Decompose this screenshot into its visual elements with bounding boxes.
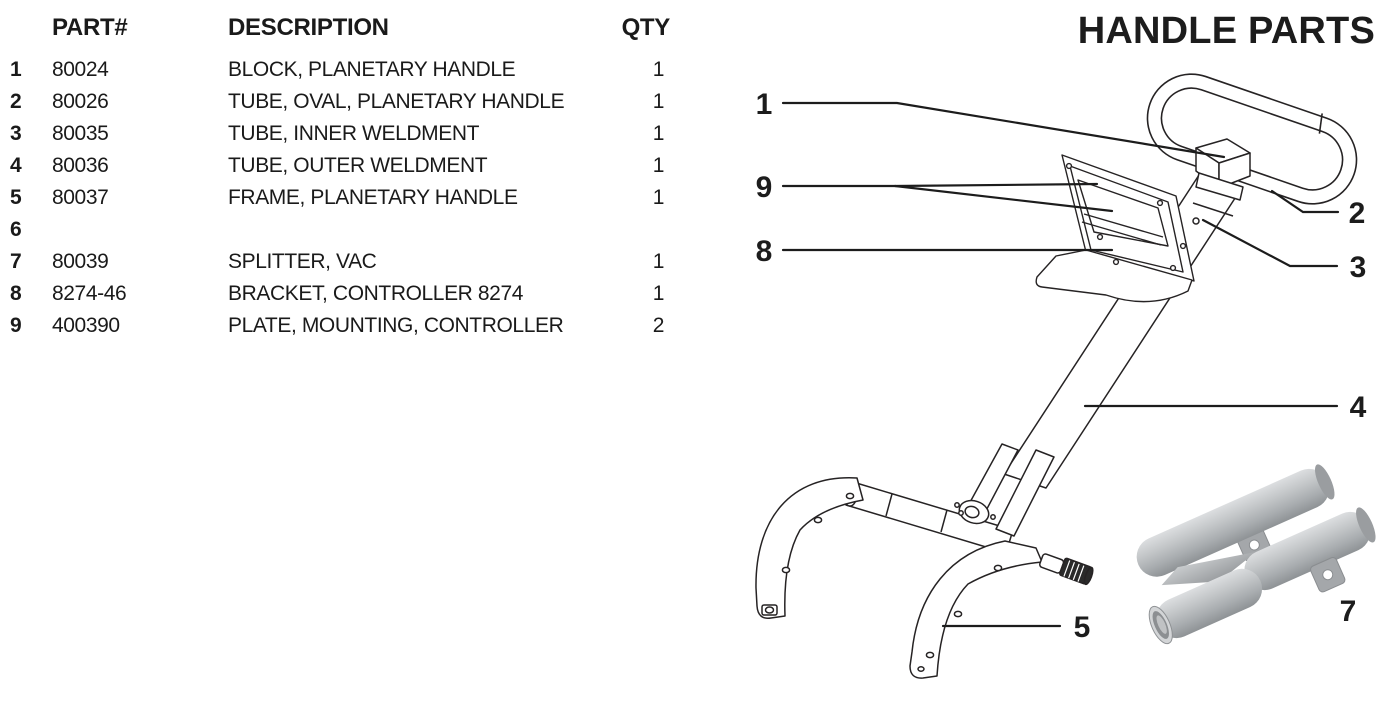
callout-numbers: 1 2 3 4 5 7 8 9 bbox=[756, 88, 1367, 644]
callout-leaders bbox=[781, 101, 1340, 628]
row-description: BRACKET, CONTROLLER 8274 bbox=[228, 282, 524, 305]
row-item-number: 3 bbox=[10, 122, 22, 145]
row-description: TUBE, OUTER WELDMENT bbox=[228, 154, 488, 177]
bracket-8 bbox=[1035, 249, 1193, 303]
callout-1: 1 bbox=[756, 88, 773, 121]
row-item-number: 9 bbox=[10, 314, 22, 337]
row-qty: 1 bbox=[652, 90, 665, 113]
foot-nut bbox=[761, 604, 778, 616]
row-item-number: 2 bbox=[10, 90, 22, 113]
tube-clamp bbox=[954, 443, 1055, 537]
parts-table: PART# DESCRIPTION QTY 1 80024 BLOCK, PLA… bbox=[8, 14, 670, 342]
controller-plate-drawing bbox=[1035, 154, 1195, 303]
row-part-number: 80036 bbox=[52, 154, 109, 177]
callout-3: 3 bbox=[1350, 251, 1367, 284]
callout-5: 5 bbox=[1074, 611, 1091, 644]
row-qty: 2 bbox=[652, 314, 665, 337]
row-part-number: 80039 bbox=[52, 250, 109, 273]
table-row: 4 80036 TUBE, OUTER WELDMENT 1 bbox=[8, 150, 670, 182]
table-row: 3 80035 TUBE, INNER WELDMENT 1 bbox=[8, 118, 670, 150]
header-description: DESCRIPTION bbox=[228, 14, 389, 41]
row-description: PLATE, MOUNTING, CONTROLLER bbox=[228, 314, 564, 337]
table-row: 2 80026 TUBE, OVAL, PLANETARY HANDLE 1 bbox=[8, 86, 670, 118]
header-qty: QTY bbox=[621, 14, 671, 41]
row-part-number: 80037 bbox=[52, 186, 109, 209]
leader-1 bbox=[781, 101, 1226, 159]
row-qty: 1 bbox=[652, 250, 665, 273]
page-title: HANDLE PARTS bbox=[1077, 10, 1375, 52]
row-qty: 1 bbox=[652, 282, 665, 305]
splitter-inlet-tube bbox=[1156, 568, 1263, 639]
splitter-tube-upper bbox=[1136, 468, 1330, 577]
row-part-number: 400390 bbox=[52, 314, 120, 337]
callout-9: 9 bbox=[756, 171, 773, 204]
row-description: TUBE, OVAL, PLANETARY HANDLE bbox=[228, 90, 565, 113]
row-item-number: 6 bbox=[10, 218, 22, 241]
row-description: TUBE, INNER WELDMENT bbox=[228, 122, 480, 145]
row-item-number: 5 bbox=[10, 186, 22, 209]
row-item-number: 8 bbox=[10, 282, 22, 305]
leader-9a bbox=[781, 182, 1099, 188]
row-description: SPLITTER, VAC bbox=[228, 250, 377, 273]
row-part-number: 80026 bbox=[52, 90, 109, 113]
left-arc-leg bbox=[755, 477, 864, 619]
leader-9b bbox=[893, 184, 1114, 213]
row-qty: 1 bbox=[652, 122, 665, 145]
row-description: FRAME, PLANETARY HANDLE bbox=[228, 186, 518, 209]
splitter-tube-lower bbox=[1244, 511, 1371, 591]
leader-3 bbox=[1201, 218, 1339, 268]
row-part-number: 8274-46 bbox=[52, 282, 127, 305]
row-qty: 1 bbox=[652, 154, 665, 177]
threaded-stud bbox=[1038, 553, 1094, 586]
callout-8: 8 bbox=[756, 235, 773, 268]
table-row: 5 80037 FRAME, PLANETARY HANDLE 1 bbox=[8, 182, 670, 214]
oval-handle-drawing bbox=[1146, 73, 1358, 205]
row-item-number: 7 bbox=[10, 250, 22, 273]
right-arc-leg bbox=[909, 540, 1043, 679]
row-description: BLOCK, PLANETARY HANDLE bbox=[228, 58, 516, 81]
splitter-junction bbox=[1161, 551, 1257, 586]
row-part-number: 80035 bbox=[52, 122, 109, 145]
row-part-number: 80024 bbox=[52, 58, 109, 81]
callout-7: 7 bbox=[1340, 595, 1357, 628]
row-item-number: 1 bbox=[10, 58, 22, 81]
parts-table-body: 1 80024 BLOCK, PLANETARY HANDLE 1 2 8002… bbox=[8, 54, 670, 342]
table-row: 9 400390 PLATE, MOUNTING, CONTROLLER 2 bbox=[8, 310, 670, 342]
header-part-number: PART# bbox=[52, 14, 128, 41]
table-row: 6 bbox=[8, 214, 670, 246]
weld-mark bbox=[1318, 113, 1323, 134]
callout-2: 2 bbox=[1349, 197, 1366, 230]
leader-2 bbox=[1270, 189, 1340, 214]
handle-block-drawing bbox=[1195, 138, 1251, 201]
row-item-number: 4 bbox=[10, 154, 22, 177]
table-row: 1 80024 BLOCK, PLANETARY HANDLE 1 bbox=[8, 54, 670, 86]
callout-4: 4 bbox=[1350, 391, 1367, 424]
parts-table-header: PART# DESCRIPTION QTY bbox=[8, 14, 670, 54]
base-frame-drawing bbox=[755, 477, 1094, 679]
handle-parts-diagram: 1 2 3 4 5 7 8 9 bbox=[755, 73, 1376, 679]
row-qty: 1 bbox=[652, 58, 665, 81]
table-row: 8 8274-46 BRACKET, CONTROLLER 8274 1 bbox=[8, 278, 670, 310]
row-qty: 1 bbox=[652, 186, 665, 209]
table-row: 7 80039 SPLITTER, VAC 1 bbox=[8, 246, 670, 278]
vac-splitter-drawing bbox=[1136, 464, 1376, 645]
